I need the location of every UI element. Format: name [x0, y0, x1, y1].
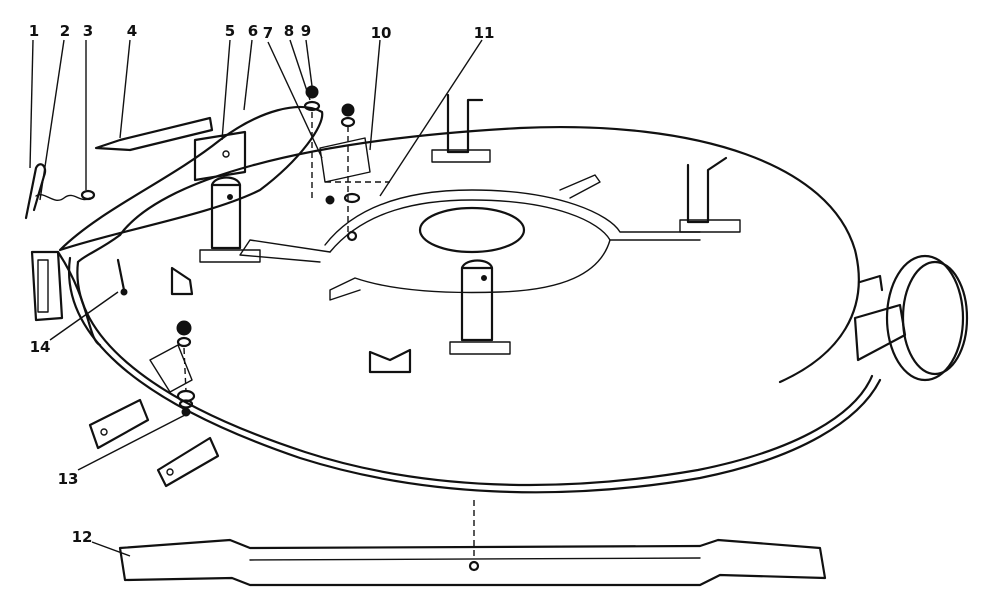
washer-3 — [80, 189, 96, 201]
callout-14: 14 — [30, 338, 51, 356]
callout-7: 7 — [263, 24, 273, 42]
callout-5: 5 — [225, 22, 235, 40]
spindle-plate-bottom — [329, 239, 611, 301]
callout-12: 12 — [72, 528, 93, 546]
wheel-bracket — [853, 303, 907, 362]
height-brackets — [170, 93, 741, 374]
bracket-right — [686, 156, 728, 224]
hinge-bracket — [319, 137, 371, 183]
wheel — [885, 254, 965, 382]
deflector-lip — [94, 116, 214, 152]
deck-rim-upper — [76, 260, 874, 487]
callout-8: 8 — [284, 22, 294, 40]
callout-1: 1 — [29, 22, 39, 40]
discharge-deflector — [30, 105, 324, 347]
deck-top-outline — [118, 126, 860, 384]
spindle-plate-inner — [329, 199, 701, 253]
spindle-plate-top — [324, 189, 701, 246]
callout-3: 3 — [83, 22, 93, 40]
bracket-rear — [446, 93, 484, 154]
deck-rim-lower — [67, 256, 882, 494]
deck-front-edge — [76, 233, 122, 264]
strap-left — [88, 398, 150, 450]
hardware-parts — [24, 85, 390, 296]
mower-blade — [118, 500, 827, 587]
spindle-arm-left — [239, 239, 331, 263]
spindle-housing — [239, 174, 701, 301]
leader-lines — [29, 39, 483, 557]
deflector-plate — [193, 130, 247, 182]
callout-9: 9 — [301, 22, 311, 40]
callout-2: 2 — [60, 22, 70, 40]
callout-13: 13 — [58, 470, 79, 488]
spindle-arm-top — [559, 174, 601, 199]
bolt-14 — [116, 258, 126, 292]
bolt-11 — [346, 230, 358, 242]
clip-left — [170, 266, 194, 296]
baffle-plate — [149, 344, 193, 393]
spring — [35, 193, 91, 201]
hairpin-cotter — [24, 163, 47, 220]
gauge-wheel — [853, 254, 969, 382]
deflector-side-plate — [30, 250, 64, 322]
callout-4: 4 — [127, 22, 137, 40]
mower-deck-housing — [67, 126, 882, 494]
callout-11: 11 — [474, 24, 495, 42]
bracket-front — [460, 266, 494, 342]
blade-center-hole — [468, 560, 480, 572]
blade-body — [118, 538, 827, 587]
clip-center — [368, 348, 412, 374]
bracket-left — [210, 183, 242, 250]
strap-right — [156, 436, 220, 488]
callout-10: 10 — [371, 24, 392, 42]
washer-8 — [303, 100, 321, 112]
callout-labels: 1 2 3 4 5 6 7 8 9 10 11 12 13 14 — [29, 22, 495, 546]
front-baffle-assembly — [88, 320, 220, 488]
deflector-shield — [58, 105, 324, 252]
callout-6: 6 — [248, 22, 258, 40]
center-hole — [418, 206, 526, 254]
